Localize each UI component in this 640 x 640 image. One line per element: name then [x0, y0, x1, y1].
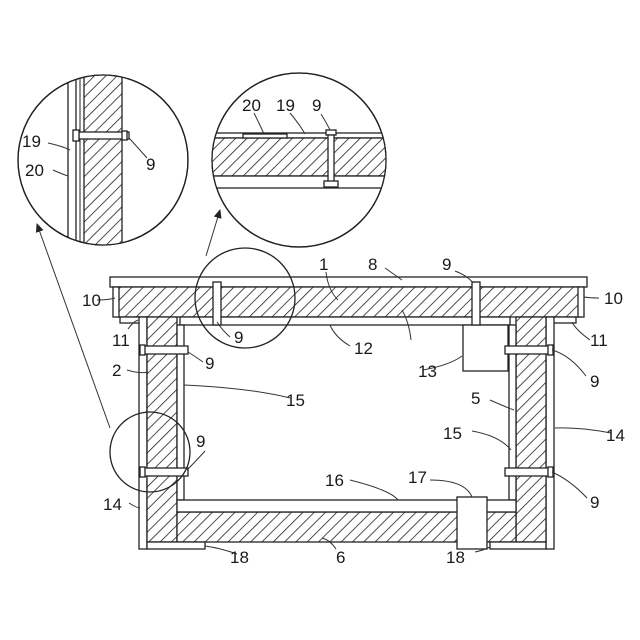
- roof-plate: [110, 277, 587, 287]
- label-outer-cladding-left: 14: [103, 495, 122, 514]
- label-floor-box: 17: [408, 468, 427, 487]
- label-bolt-left-upper: 9: [205, 354, 214, 373]
- label-floor-board: 16: [325, 471, 344, 490]
- ceiling-board: [180, 317, 510, 325]
- label-bolt-top: 9: [442, 255, 451, 274]
- label-bolt-top-left: 9: [234, 328, 243, 347]
- label-base-strip-right: 18: [446, 548, 465, 567]
- label-eave-block-right: 10: [604, 289, 623, 308]
- bolt-right-upper: [505, 346, 551, 354]
- base-strip-left: [147, 542, 205, 549]
- label-bolt-right-lower: 9: [590, 493, 599, 512]
- label-ceiling-board: 12: [354, 339, 373, 358]
- floor-box: [457, 497, 487, 549]
- box-13: [463, 325, 508, 371]
- label-eave-strip-left: 11: [112, 331, 130, 350]
- bolt-left-lower: [142, 468, 188, 476]
- main-structure: [110, 248, 587, 549]
- eave-block-right: [578, 287, 584, 317]
- label-outer-cladding-right: 14: [606, 426, 625, 445]
- bolt-top-left: [213, 282, 221, 325]
- label-detail-right-seal: 19: [276, 96, 295, 115]
- label-left-wall: 2: [112, 361, 121, 380]
- bolt-cap-left-lower: [140, 467, 145, 477]
- bolt-right-lower: [505, 468, 551, 476]
- label-eave-strip-right: 11: [590, 331, 608, 350]
- top-panel: [118, 287, 580, 317]
- bolt-left-upper: [142, 346, 188, 354]
- label-bolt-left-lower: 9: [196, 432, 205, 451]
- label-box-13: 13: [418, 362, 437, 381]
- label-inner-lining-left: 15: [286, 391, 305, 410]
- label-right-wall: 5: [471, 389, 480, 408]
- label-base-strip-left: 18: [230, 548, 249, 567]
- label-inner-lining-right: 15: [443, 424, 462, 443]
- label-top-panel: 1: [319, 255, 328, 274]
- label-detail-left-seal: 19: [22, 132, 41, 151]
- bolt-cap-left-upper: [140, 345, 145, 355]
- label-detail-right-layer: 20: [242, 96, 261, 115]
- label-detail-right-bolt: 9: [312, 96, 321, 115]
- label-detail-left-layer: 20: [25, 161, 44, 180]
- label-bottom-panel: 6: [336, 548, 345, 567]
- label-detail-left-bolt: 9: [146, 155, 155, 174]
- label-eave-block-left: 10: [82, 291, 101, 310]
- label-roof-plate: 8: [368, 255, 377, 274]
- eave-block-left: [113, 287, 119, 317]
- base-strip-right: [490, 542, 546, 549]
- label-bolt-right-upper: 9: [590, 372, 599, 391]
- detail-view-left: [18, 60, 188, 260]
- arrow-to-left-detail: [37, 224, 110, 428]
- bolt-top-right: [472, 282, 480, 325]
- detail-view-right: [205, 73, 395, 247]
- arrow-to-right-detail: [206, 210, 220, 256]
